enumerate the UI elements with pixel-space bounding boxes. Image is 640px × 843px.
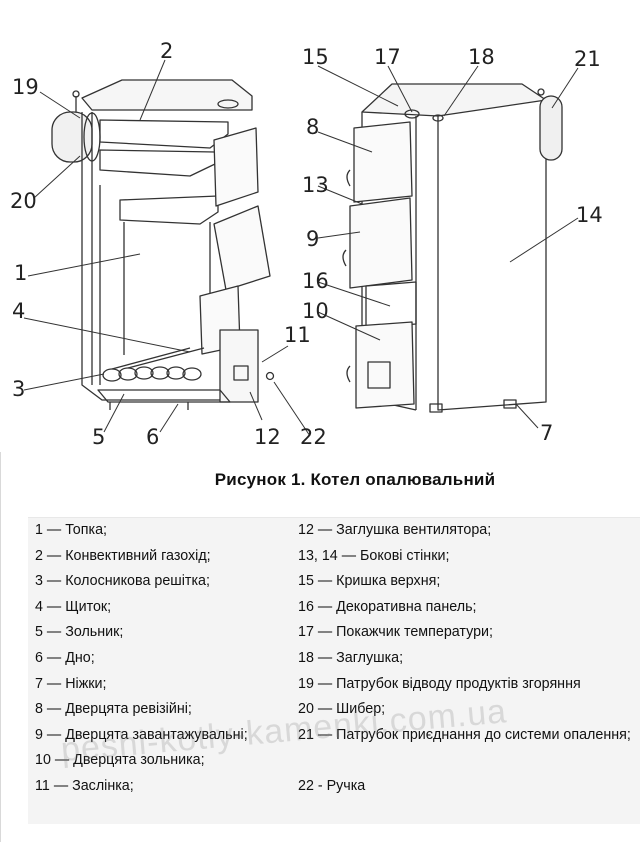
callout-1: 1	[14, 261, 27, 285]
legend-item: 12 — Заглушка вентилятора;	[298, 522, 492, 538]
figure-caption: Рисунок 1. Котел опалювальний	[214, 470, 496, 489]
callout-numbers: 2 19 20 1 4 3 5 6 11 12 22 15 17 18 21 8…	[10, 39, 603, 449]
callout-9: 9	[306, 227, 319, 251]
legend-item: 22 - Ручка	[298, 777, 366, 794]
legend-item: 20 — Шибер;	[298, 701, 386, 718]
page-edge-line	[0, 452, 1, 842]
legend-item: 16 — Декоративна панель;	[298, 598, 477, 615]
callout-16: 16	[302, 269, 329, 293]
legend-item: 21 — Патрубок приєднання до системи опал…	[298, 726, 631, 743]
callout-10: 10	[302, 299, 329, 323]
callout-21: 21	[574, 47, 601, 71]
callout-17: 17	[374, 45, 401, 69]
legend-item: 4 — Щиток;	[35, 598, 112, 615]
callout-12: 12	[254, 425, 281, 449]
callout-7: 7	[540, 421, 553, 445]
legend-item: 10 — Дверцята зольника;	[35, 752, 205, 769]
callout-6: 6	[146, 425, 159, 449]
left-boiler-cutaway	[51, 79, 275, 410]
callout-18: 18	[468, 45, 495, 69]
callout-22: 22	[300, 425, 327, 449]
legend-item: 13, 14 — Бокові стінки;	[298, 547, 450, 564]
callout-11: 11	[284, 323, 311, 347]
callout-19: 19	[12, 75, 39, 99]
legend-table: 1 — Топка; 2 — Конвективний газохід; 3 —…	[28, 517, 640, 824]
legend-left-column: 1 — Топка; 2 — Конвективний газохід; 3 —…	[35, 518, 290, 800]
legend-right-column: 12 — Заглушка вентилятора; 13, 14 — Боко…	[298, 518, 640, 799]
legend-item: 17 — Покажчик температури;	[298, 624, 494, 641]
leader-lines	[23, 59, 579, 437]
legend-item: 15 — Кришка верхня;	[298, 573, 441, 590]
legend-item: 3 — Колосникова решітка;	[35, 573, 210, 590]
callout-13: 13	[302, 173, 329, 197]
legend-item: 18 — Заглушка;	[298, 649, 404, 666]
legend-item: 7 — Ніжки;	[35, 675, 107, 692]
callout-3: 3	[12, 377, 25, 401]
legend-item: 5 — Зольник;	[35, 624, 124, 641]
boiler-diagram: 2 19 20 1 4 3 5 6 11 12 22 15 17 18 21 8…	[10, 39, 603, 449]
legend-item: 6 — Дно;	[35, 649, 95, 666]
legend-item: 2 — Конвективний газохід;	[35, 547, 211, 564]
legend-item: 1 — Топка;	[35, 522, 107, 538]
callout-4: 4	[12, 299, 25, 323]
legend-item: 9 — Дверцята завантажувальні;	[35, 726, 248, 743]
callout-2: 2	[160, 39, 173, 63]
right-boiler-assembled	[342, 83, 563, 413]
legend-item: 11 — Заслінка;	[35, 777, 134, 794]
callout-8: 8	[306, 115, 319, 139]
legend-item: 8 — Дверцята ревізійні;	[35, 701, 192, 718]
callout-5: 5	[92, 425, 105, 449]
callout-15: 15	[302, 45, 329, 69]
callout-20: 20	[10, 189, 37, 213]
callout-14: 14	[576, 203, 603, 227]
legend-item: 19 — Патрубок відводу продуктів згоряння	[298, 675, 581, 692]
